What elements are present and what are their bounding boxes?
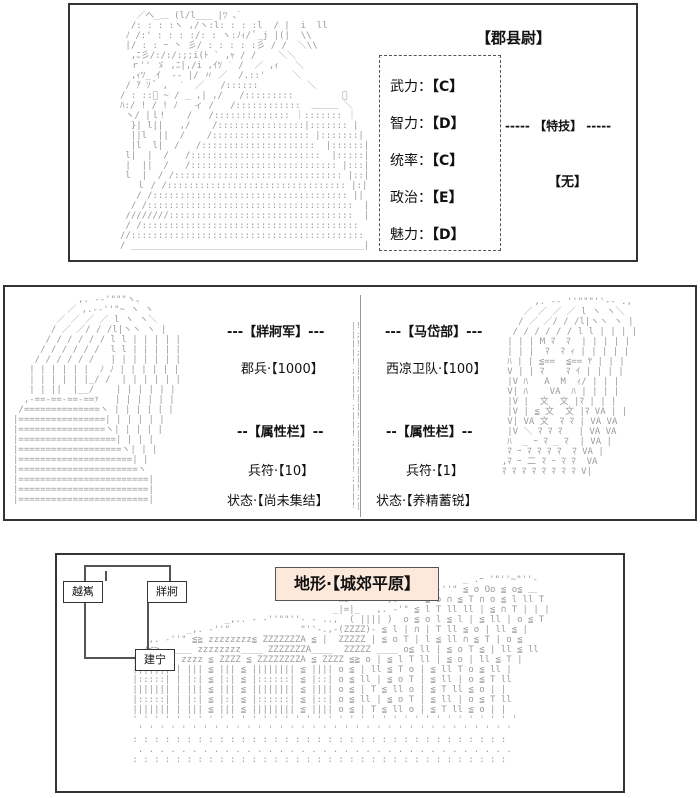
terrain-title: 地形·【城郊平原】 xyxy=(275,567,439,601)
stat-label: 政治： xyxy=(390,190,432,206)
center-divider xyxy=(360,295,361,517)
stat-value: 【C】 xyxy=(432,153,464,169)
map-node-jianning[interactable]: 建宁 xyxy=(135,649,175,671)
stat-label: 武力： xyxy=(390,79,432,95)
stat-row-strength: 武力：【C】 xyxy=(390,76,463,96)
left-attr-header: --【属性栏】-- xyxy=(237,425,324,440)
stat-value: 【C】 xyxy=(432,79,464,95)
map-node-zangke[interactable]: 牂牁 xyxy=(147,581,187,603)
stat-label: 魅力： xyxy=(390,227,432,243)
left-status: 状态·【尚未集结】 xyxy=(227,494,329,509)
map-node-yuexi[interactable]: 越嶲 xyxy=(63,581,103,603)
terrain-panel: _ .ｰ '"''~"''‐ ,. ‐''" ≦ o Oo ≦ o≦ ＿ ☐8 … xyxy=(55,553,625,793)
army-comparison-panel: ,. -‐'"""ヽ、 ／ ,.-‐''"~ ヽ ヽ ／ ／ ／ ／ l ヽ ヽ… xyxy=(3,285,697,521)
left-faction-header: ---【牂牁军】--- xyxy=(227,325,325,340)
map-connector xyxy=(147,603,149,649)
stat-label: 智力： xyxy=(390,116,432,132)
map-connector xyxy=(169,565,171,581)
stat-row-politics: 政治：【E】 xyxy=(390,187,463,207)
map-connector xyxy=(84,657,136,659)
right-tally: 兵符·【1】 xyxy=(406,464,464,479)
right-troops: 西凉卫队·【100】 xyxy=(386,362,487,377)
right-status: 状态·【养精蓄锐】 xyxy=(376,494,478,509)
left-troops: 郡兵·【1000】 xyxy=(241,362,324,377)
stat-row-leadership: 统率：【C】 xyxy=(390,150,463,170)
landscape-ascii-art: _ .ｰ '"''~"''‐ ,. ‐''" ≦ o Oo ≦ o≦ ＿ ☐8 … xyxy=(132,575,550,765)
divider-chain-ascii: |! |; |! |; !| ;| |! |; !| ;| |! |; !| ;… xyxy=(351,321,361,510)
map-connector xyxy=(105,571,107,581)
stat-row-intelligence: 智力：【D】 xyxy=(390,113,465,133)
right-commander-ascii-art: ,. -‐ ''"""''‐- ., ／ ／ ／ ／ l ヽ ヽ＼ / ／ ／/… xyxy=(501,297,638,477)
character-ascii-art: ／へ_＿ (l/l___ |ﾂ ､ﾞ /: : : :ヽ ,/ヽ:l: : : … xyxy=(120,11,370,251)
right-faction-header: ---【马岱部】--- xyxy=(385,325,483,340)
left-commander-ascii-art: ,. -‐'"""ヽ、 ／ ,.-‐''"~ ヽ ヽ ／ ／ ／ ／ l ヽ ヽ… xyxy=(13,295,181,505)
right-attr-header: --【属性栏】-- xyxy=(386,425,473,440)
skill-value: 【无】 xyxy=(548,175,588,190)
stat-row-charisma: 魅力：【D】 xyxy=(390,224,465,244)
stat-value: 【E】 xyxy=(432,190,463,206)
stat-label: 统率： xyxy=(390,153,432,169)
map-connector xyxy=(84,565,170,567)
left-tally: 兵符·【10】 xyxy=(248,464,315,479)
stat-value: 【D】 xyxy=(432,227,465,243)
skill-header: ----- 【特技】 ----- xyxy=(505,119,612,133)
general-card-panel: ／へ_＿ (l/l___ |ﾂ ､ﾞ /: : : :ヽ ,/ヽ:l: : : … xyxy=(68,3,638,262)
map-connector xyxy=(84,565,86,657)
rank-title: 【郡县尉】 xyxy=(476,29,552,47)
stats-box: 武力：【C】 智力：【D】 统率：【C】 政治：【E】 魅力：【D】 xyxy=(379,55,501,251)
stat-value: 【D】 xyxy=(432,116,465,132)
